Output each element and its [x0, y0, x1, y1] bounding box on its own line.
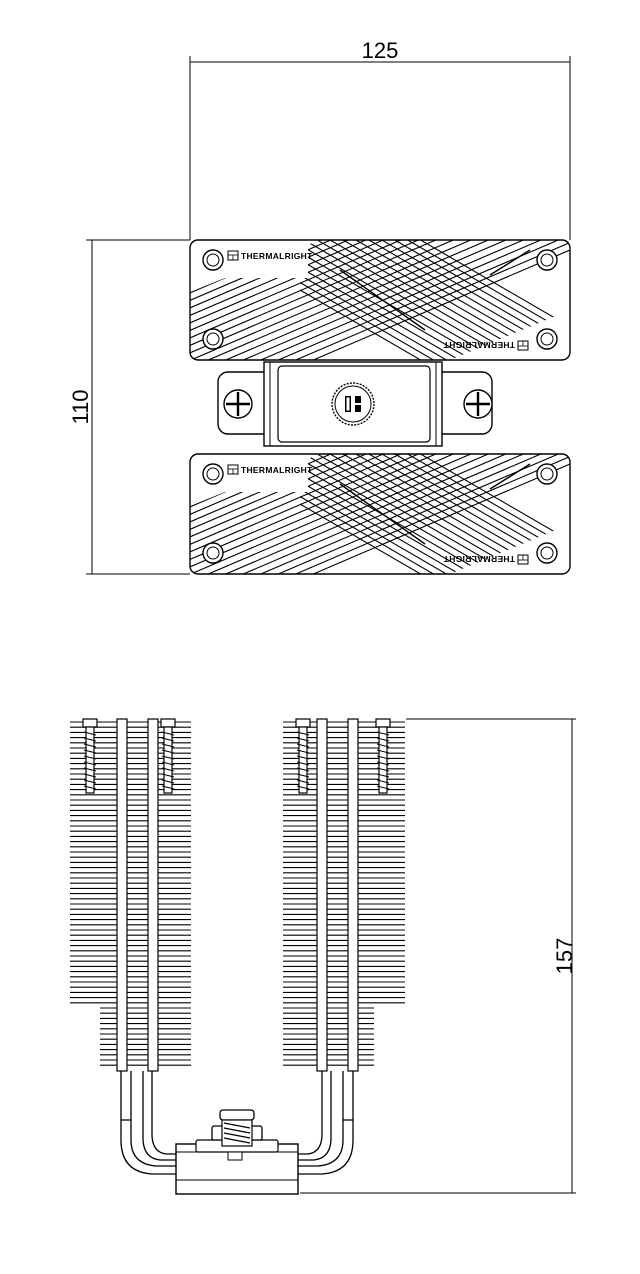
- screw-hole: [202, 463, 224, 485]
- fin-line: [190, 454, 570, 533]
- top-fin-plate: THERMALRIGHT THERMALRIGHT: [189, 239, 571, 361]
- fin-line: [190, 249, 570, 360]
- width-dimension-label: 125: [362, 38, 399, 63]
- thermalright-logo-icon: [517, 340, 529, 351]
- screw-hole: [536, 328, 558, 350]
- fin-line: [299, 282, 570, 360]
- left-fin-stack: [70, 718, 191, 1072]
- thermalright-logo-icon: [517, 554, 529, 565]
- heat-pipes: [120, 1071, 354, 1175]
- width-dimension: [189, 56, 571, 240]
- fin-line: [190, 463, 570, 574]
- bolt-icon: [375, 718, 391, 794]
- side-height-label: 157: [552, 938, 577, 975]
- fin-line: [299, 244, 570, 360]
- screw-hole: [536, 463, 558, 485]
- bolt-icon: [82, 718, 98, 794]
- fin-line: [299, 454, 570, 574]
- fin-line: [190, 241, 570, 360]
- side-view: 157: [70, 718, 577, 1195]
- mounting-bracket: [217, 361, 493, 447]
- screw-hole: [536, 249, 558, 271]
- fin-line: [299, 481, 570, 574]
- brand-label: THERMALRIGHT: [241, 465, 313, 475]
- fin-line: [299, 503, 570, 574]
- spring-screw-icon: [211, 1109, 263, 1147]
- fin-line: [299, 454, 570, 574]
- fin-line: [299, 259, 570, 360]
- fin-line: [299, 454, 570, 574]
- crosshead-screw-icon: [463, 389, 493, 419]
- fin-line: [299, 289, 570, 360]
- brand-label: THERMALRIGHT: [443, 554, 515, 564]
- top-view: 125 110 THERMALRIGHT: [68, 38, 571, 575]
- fin-line: [299, 274, 570, 360]
- fin-line: [299, 473, 570, 574]
- fin-line: [190, 240, 570, 319]
- bolt-icon: [295, 718, 311, 794]
- screw-hole: [202, 542, 224, 564]
- fin-line: [299, 240, 570, 360]
- right-fin-stack: [283, 718, 405, 1072]
- height-dimension-label: 110: [68, 389, 93, 424]
- screw-hole: [536, 542, 558, 564]
- brand-label: THERMALRIGHT: [241, 251, 313, 261]
- fin-line: [299, 240, 570, 360]
- crosshead-screw-icon: [223, 389, 253, 419]
- fin-line: [299, 267, 570, 360]
- fin-line: [190, 240, 570, 326]
- cooler-base: [175, 1139, 299, 1195]
- brand-label: THERMALRIGHT: [443, 340, 515, 350]
- thermalright-logo-icon: [227, 464, 239, 475]
- bolt-icon: [160, 718, 176, 794]
- fin-line: [299, 240, 570, 360]
- screw-hole: [202, 249, 224, 271]
- height-dimension: [86, 239, 190, 575]
- fin-line: [190, 454, 570, 540]
- fin-line: [299, 488, 570, 574]
- fin-line: [190, 455, 570, 574]
- fin-line: [299, 240, 570, 360]
- fin-line: [190, 240, 570, 311]
- thermalright-logo-icon: [227, 250, 239, 261]
- side-height-dimension: [300, 718, 576, 1194]
- knurled-knob-icon: [331, 382, 375, 426]
- screw-hole: [202, 328, 224, 350]
- bottom-fin-plate: THERMALRIGHT THERMALRIGHT: [189, 453, 571, 575]
- fin-line: [299, 466, 570, 574]
- fin-line: [299, 454, 570, 574]
- fin-line: [299, 458, 570, 574]
- fin-line: [299, 496, 570, 574]
- fin-line: [299, 252, 570, 360]
